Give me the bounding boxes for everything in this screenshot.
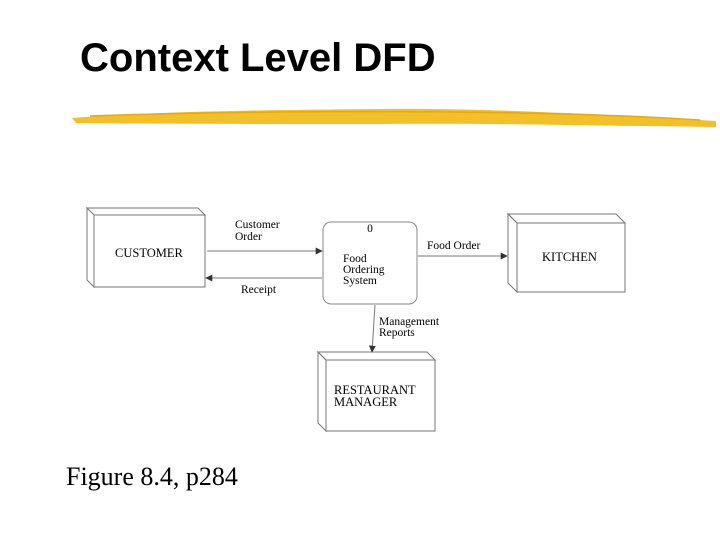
flow-management-reports: Management Reports <box>368 304 440 353</box>
process-food-ordering-system: 0 Food Ordering System <box>322 221 418 305</box>
title-underline <box>72 108 716 127</box>
customer-label: CUSTOMER <box>115 246 184 260</box>
entity-customer: CUSTOMER <box>85 206 207 289</box>
process-label-line1: Food <box>343 253 367 265</box>
manager-label-line2: MANAGER <box>334 395 398 409</box>
process-label-line3: System <box>343 275 377 287</box>
page-title: Context Level DFD <box>80 36 436 80</box>
flow-receipt-label: Receipt <box>241 284 277 296</box>
flow-customer-order-label-line1: Customer <box>235 219 280 231</box>
process-label-line2: Ordering <box>343 264 385 276</box>
process-id: 0 <box>367 223 373 235</box>
flow-receipt: Receipt <box>205 274 322 296</box>
flow-mgmt-reports-label-line2: Reports <box>379 327 415 339</box>
flow-customer-order: Customer Order <box>207 219 323 255</box>
figure-caption: Figure 8.4, p284 <box>66 462 238 491</box>
entity-restaurant-manager: RESTAURANT MANAGER <box>316 350 437 433</box>
flow-food-order: Food Order <box>418 240 508 260</box>
manager-label-line1: RESTAURANT <box>334 383 416 397</box>
flow-customer-order-label-line2: Order <box>235 231 262 243</box>
kitchen-label: KITCHEN <box>542 250 597 264</box>
flow-mgmt-reports-label-line1: Management <box>379 316 440 328</box>
entity-kitchen: KITCHEN <box>506 212 627 294</box>
flow-food-order-label: Food Order <box>427 240 481 252</box>
